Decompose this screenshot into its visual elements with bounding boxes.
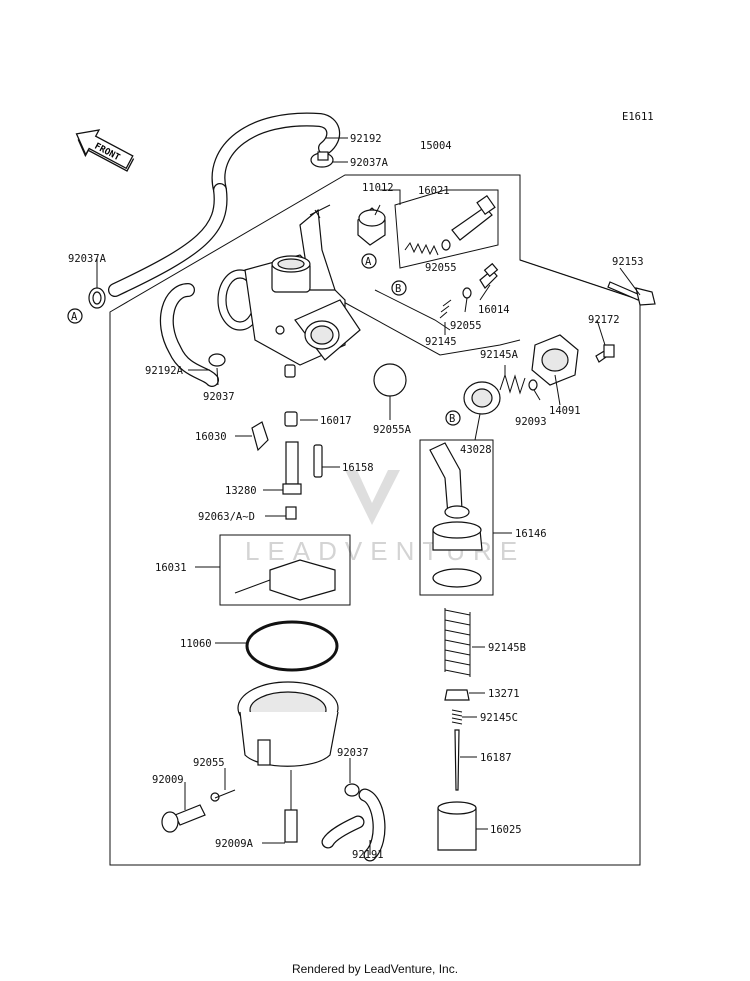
label-15004: 15004 <box>420 140 452 152</box>
label-92055-top: 92055 <box>425 262 457 274</box>
clamp-92037A-top <box>310 151 334 168</box>
cap-11012 <box>357 207 386 246</box>
retainer-13271 <box>444 689 470 701</box>
leader-lines <box>96 137 641 855</box>
label-16021: 16021 <box>418 185 450 197</box>
label-14091: 14091 <box>549 405 581 417</box>
oring-92093 <box>528 379 538 391</box>
clamp-92037-low <box>344 783 360 797</box>
clamp-92037-left <box>208 353 226 367</box>
label-92145: 92145 <box>425 336 457 348</box>
label-92055-mid: 92055 <box>450 320 482 332</box>
spring-92145C <box>451 709 463 725</box>
needle-16187 <box>454 729 460 791</box>
label-16146: 16146 <box>515 528 547 540</box>
float-valve-16030 <box>251 421 269 452</box>
label-92055A: 92055A <box>373 424 412 436</box>
label-92145B: 92145B <box>488 642 526 654</box>
label-92172: 92172 <box>588 314 620 326</box>
carburetor-body <box>217 204 361 378</box>
label-92153: 92153 <box>612 256 644 268</box>
label-92145A: 92145A <box>480 349 519 361</box>
callout-b-carb: B <box>391 280 407 296</box>
screw-92172 <box>595 344 615 363</box>
label-92093: 92093 <box>515 416 547 428</box>
label-16031: 16031 <box>155 562 187 574</box>
label-92063: 92063/A~D <box>198 511 255 523</box>
label-92037A-top: 92037A <box>350 157 389 169</box>
label-11060: 11060 <box>180 638 212 650</box>
subframe-16031 <box>219 534 351 606</box>
callout-a-left: A <box>67 308 83 324</box>
pilot-screw-16014 <box>479 262 499 289</box>
label-16158: 16158 <box>342 462 374 474</box>
assembly-frame <box>109 174 641 866</box>
bolt-92153 <box>607 281 656 306</box>
label-92037-left: 92037 <box>203 391 235 403</box>
svg-text:B: B <box>395 283 401 295</box>
label-92055-low: 92055 <box>193 757 225 769</box>
gasket-11060 <box>245 620 339 672</box>
subframe-16021 <box>394 189 499 269</box>
spring-92145 <box>439 299 452 319</box>
plunger-16021 <box>404 194 496 256</box>
label-16030: 16030 <box>195 431 227 443</box>
svg-text:B: B <box>449 413 455 425</box>
cover-14091 <box>531 334 579 386</box>
label-16017: 16017 <box>320 415 352 427</box>
subframe-16146 <box>419 439 494 596</box>
label-92009A: 92009A <box>215 838 254 850</box>
float-bowl <box>237 681 339 767</box>
label-43028: 43028 <box>460 444 492 456</box>
clamp-92037A-left <box>88 287 106 309</box>
label-92192: 92192 <box>350 133 382 145</box>
jet-16017 <box>284 411 298 427</box>
top-16146 <box>429 442 483 588</box>
screw-92063 <box>285 506 297 520</box>
callout-a-carb: A <box>361 253 377 269</box>
part-labels: 92192 92037A 15004 11012 16021 92055 920… <box>68 133 644 861</box>
screw-92009A <box>284 809 298 843</box>
diaphragm-43028 <box>463 381 501 415</box>
label-16025: 16025 <box>490 824 522 836</box>
diagram-code: E1611 <box>622 111 654 123</box>
label-11012: 11012 <box>362 182 394 194</box>
label-92145C: 92145C <box>480 712 518 724</box>
needle-jet-13280 <box>282 441 302 495</box>
front-arrow-icon: FRONT <box>75 129 135 172</box>
watermark-text: LEADVENTURE <box>245 536 525 566</box>
footer-credit: Rendered by LeadVenture, Inc. <box>291 962 459 976</box>
svg-text:A: A <box>365 256 372 268</box>
watermark: LEADVENTURE <box>245 470 525 566</box>
callout-b-diaphragm: B <box>445 410 461 426</box>
label-16014: 16014 <box>478 304 510 316</box>
oring-92055A <box>373 363 407 397</box>
label-16187: 16187 <box>480 752 512 764</box>
label-92037-low: 92037 <box>337 747 369 759</box>
svg-text:A: A <box>71 311 78 323</box>
part-16158 <box>313 444 323 478</box>
label-13271: 13271 <box>488 688 520 700</box>
oring-92055-mid <box>462 287 472 299</box>
label-92192A: 92192A <box>145 365 184 377</box>
label-13280: 13280 <box>225 485 257 497</box>
oring-92055-low <box>210 792 220 802</box>
slide-16025 <box>437 801 477 851</box>
label-92037A-left: 92037A <box>68 253 107 265</box>
spring-92145B <box>444 608 471 677</box>
label-92009: 92009 <box>152 774 184 786</box>
spring-92145A <box>499 373 526 395</box>
label-92191: 92191 <box>352 849 384 861</box>
screw-92009 <box>161 804 206 833</box>
float-16031 <box>234 559 336 601</box>
